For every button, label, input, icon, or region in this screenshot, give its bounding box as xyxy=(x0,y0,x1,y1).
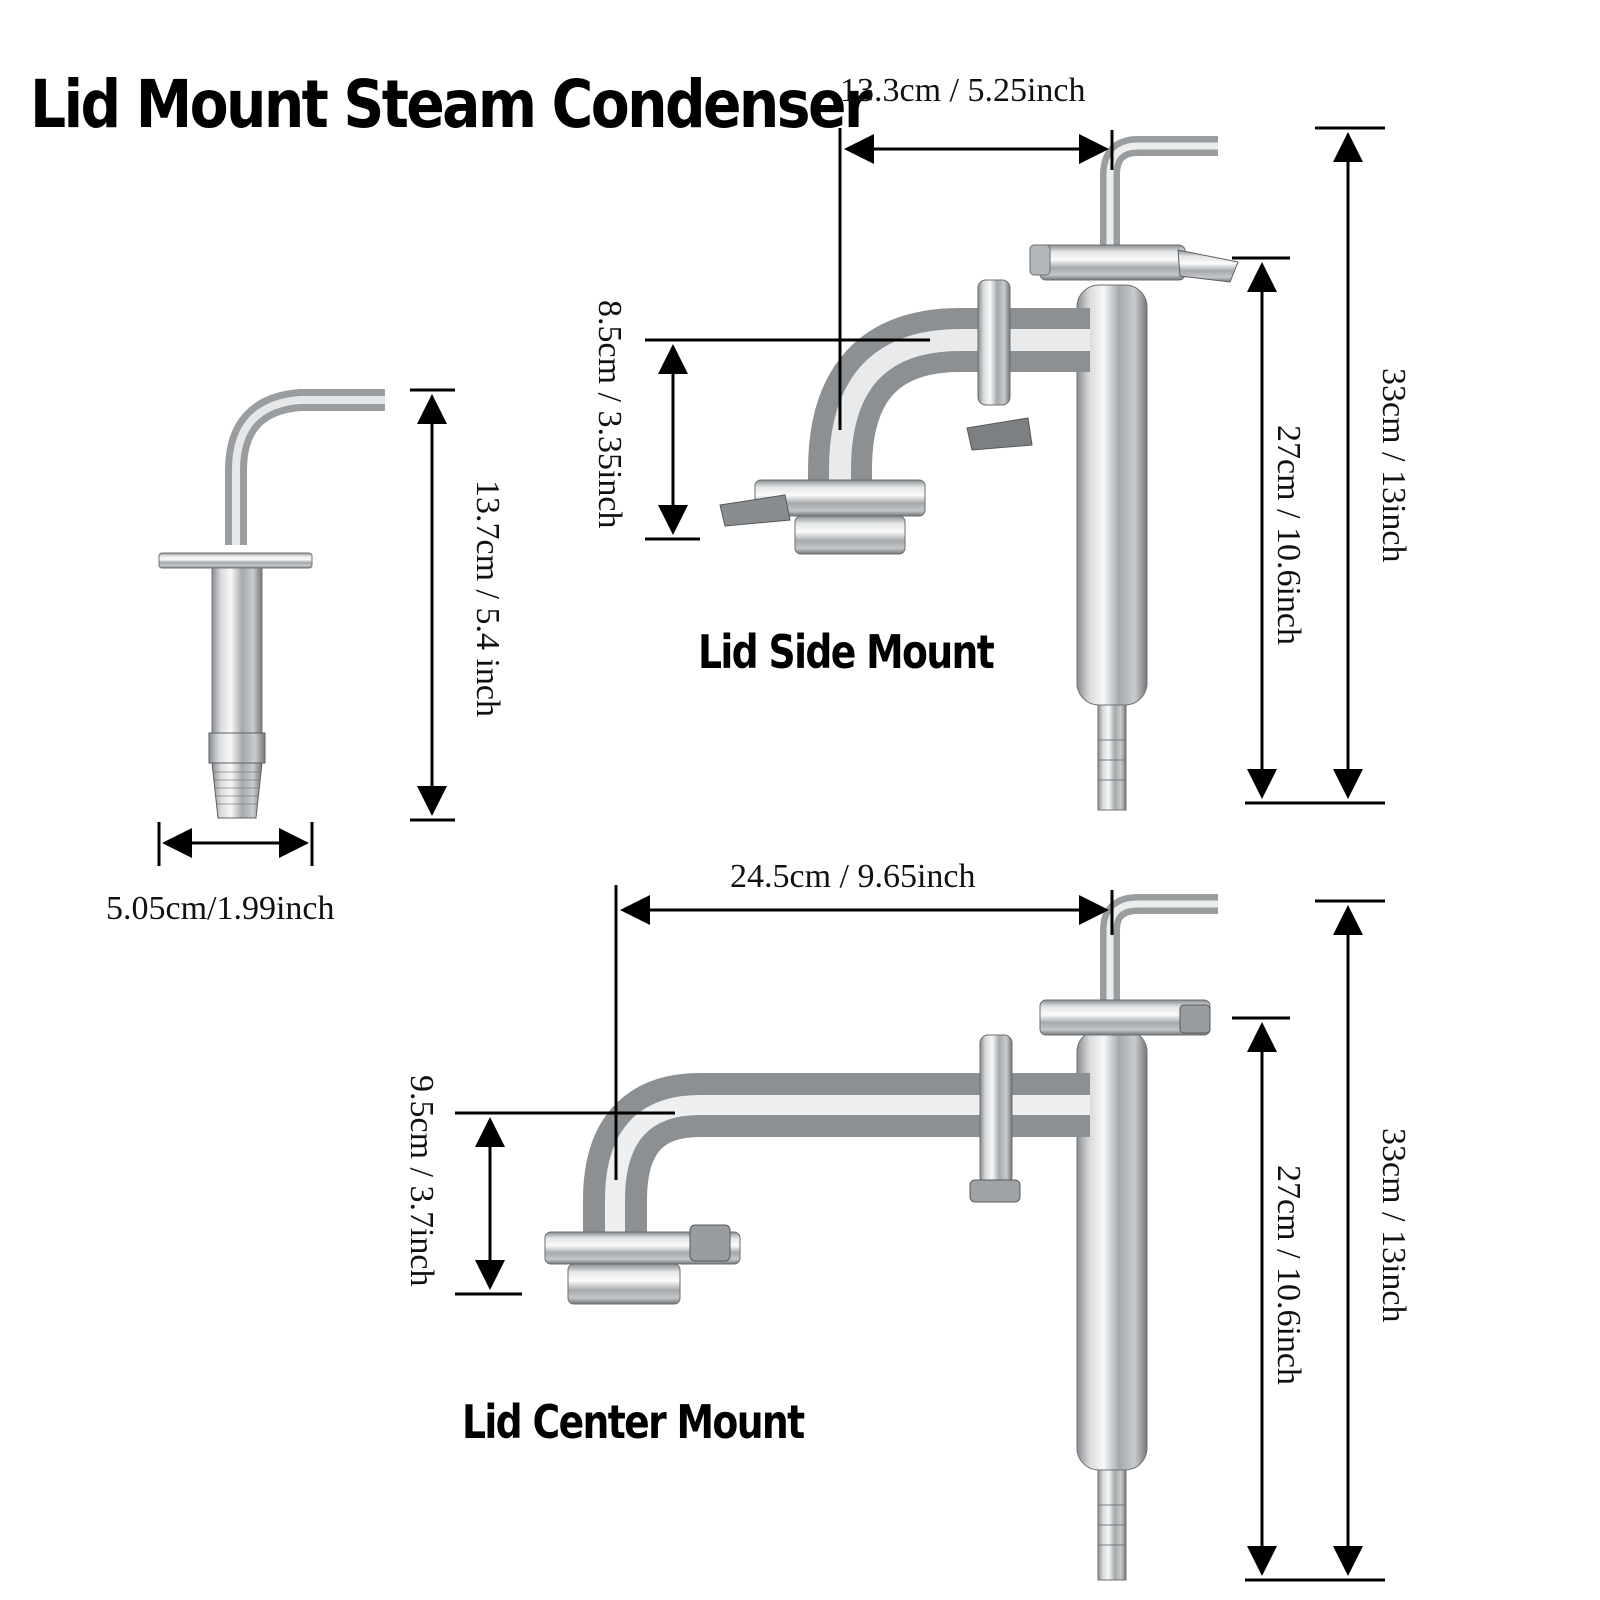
side-drop-dimension-line xyxy=(645,338,930,541)
side-width-text: 13.3cm / 5.25inch xyxy=(840,72,1086,109)
side-tube-text: 27cm / 10.6inch xyxy=(1270,425,1307,646)
center-tube-dimension-line xyxy=(1232,1016,1385,1582)
small-height-text: 13.7cm / 5.4 inch xyxy=(469,480,506,718)
center-total-text: 33cm / 13inch xyxy=(1375,1128,1412,1323)
small-condenser xyxy=(158,389,385,819)
center-width-text: 24.5cm / 9.65inch xyxy=(730,858,976,895)
center-drop-text: 9.5cm / 3.7inch xyxy=(403,1075,440,1287)
center-width-dimension-line xyxy=(614,885,1114,1180)
side-tube-dimension-line xyxy=(1232,256,1385,805)
center-total-dimension-line xyxy=(1315,899,1385,1576)
small-width-text: 5.05cm/1.99inch xyxy=(106,890,335,927)
side-drop-text: 8.5cm / 3.35inch xyxy=(591,300,628,529)
center-mount-label: Lid Center Mount xyxy=(462,1395,805,1449)
center-drop-dimension-line xyxy=(455,1111,675,1296)
center-tube-text: 27cm / 10.6inch xyxy=(1270,1165,1307,1386)
small-width-dimension-line xyxy=(157,822,314,866)
side-total-text: 33cm / 13inch xyxy=(1375,368,1412,563)
side-mount-label: Lid Side Mount xyxy=(698,625,995,679)
side-width-dimension-line xyxy=(838,128,1114,430)
side-total-dimension-line xyxy=(1315,126,1385,799)
center-mount-condenser xyxy=(544,894,1218,1581)
small-height-dimension-line xyxy=(410,388,455,822)
side-mount-condenser xyxy=(719,136,1239,811)
page-title: Lid Mount Steam Condenser xyxy=(30,66,872,143)
